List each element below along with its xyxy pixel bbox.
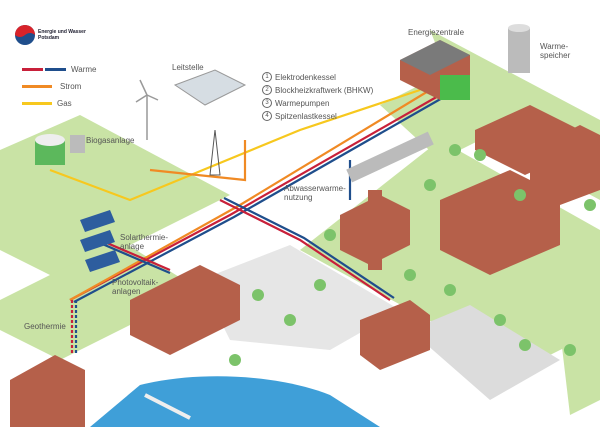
plaza: [200, 245, 400, 350]
pipes: [49, 88, 445, 355]
train: [346, 131, 434, 183]
grass-area: [380, 75, 520, 160]
legend-strom: Strom: [22, 82, 81, 91]
trees: [229, 144, 596, 366]
logo-icon: [15, 25, 35, 45]
label-photovoltaikanlagen: Photovoltaik- anlagen: [112, 278, 159, 296]
label-abwasserwaermenutzung: Abwasserwarme- nutzung: [284, 184, 346, 202]
label-geothermie: Geothermie: [24, 322, 66, 331]
biogas-plant: [35, 134, 85, 165]
label-leitstelle: Leitstelle: [172, 63, 204, 72]
label-waermespeicher: Warme- speicher: [540, 42, 571, 60]
lake: [90, 376, 380, 427]
parking: [410, 305, 560, 400]
brick-buildings: [10, 105, 600, 427]
label-solarthermieanlage: Solarthermie- anlage: [120, 233, 169, 251]
label-energiezentrale: Energiezentrale: [408, 28, 465, 37]
legend-warme: Warme: [22, 65, 96, 74]
wind-turbine-icon: [135, 79, 159, 140]
solar-panels: [80, 210, 120, 272]
jetty: [144, 393, 191, 420]
leitstelle-building: [173, 69, 247, 106]
waermespeicher-tank: [508, 24, 530, 73]
power-pylon-icon: [209, 129, 221, 176]
grass-area: [0, 240, 200, 360]
grass-area: [560, 310, 600, 415]
legend-gas: Gas: [22, 99, 72, 108]
label-biogasanlage: Biogasanlage: [86, 136, 135, 145]
energiezentrale-building: [400, 40, 470, 100]
